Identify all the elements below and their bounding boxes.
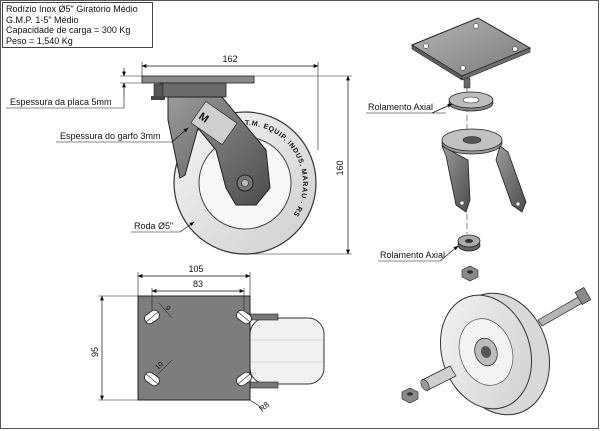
top-fork-arm-lower <box>245 381 279 389</box>
wheel-label: Roda Ø5" <box>134 221 173 231</box>
plate-thickness-label: Espessura da placa 5mm <box>10 97 112 107</box>
top-slot-tr <box>236 309 252 325</box>
spec-title-block: Rodízio Inox Ø5" Giratório Médio G.M.P. … <box>2 2 153 48</box>
side-stud-nut <box>153 83 164 98</box>
exploded-view: Rolamento Axial Rolamento Axial <box>366 17 592 416</box>
top-slot-tl <box>144 309 160 325</box>
side-top-plate <box>141 75 255 84</box>
exploded-axle-sleeve <box>420 365 457 391</box>
dim-83-label: 83 <box>193 279 203 289</box>
axial-bearing-label-2: Rolamento Axial <box>380 250 445 260</box>
exploded-fork <box>441 128 527 213</box>
top-slot-bl <box>144 371 160 387</box>
radius-r8-label: R8 <box>258 400 272 414</box>
slot-dim-b-label: 10 <box>154 361 165 372</box>
side-stud-washer <box>151 96 165 100</box>
top-wheel <box>249 317 325 385</box>
top-view: 105 83 95 9 10 R8 <box>90 264 325 414</box>
side-swivel-body <box>159 82 227 98</box>
exploded-top-plate <box>410 17 532 77</box>
fork-thickness-label: Espessura do garfo 3mm <box>60 131 161 141</box>
exploded-stem <box>463 77 471 89</box>
spec-capacity: Capacidade de carga = 300 Kg <box>6 25 131 35</box>
exploded-axial-bearing-2 <box>457 234 481 252</box>
side-fork-label-plate <box>190 101 238 145</box>
dim-160-label: 160 <box>335 160 345 175</box>
spec-title: Rodízio Inox Ø5" Giratório Médio <box>6 4 138 14</box>
exploded-axle-bolt <box>537 286 592 327</box>
slot-dim-a-label: 9 <box>163 305 171 313</box>
exploded-bottom-nut-icon <box>401 387 419 404</box>
dim-95-label: 95 <box>90 347 100 357</box>
top-slot-br <box>236 371 252 387</box>
dim-105-label: 105 <box>188 264 203 274</box>
exploded-wheel <box>439 292 551 416</box>
dim-162-label: 162 <box>222 54 237 64</box>
spec-model: G.M.P. 1-5" Médio <box>6 14 79 25</box>
exploded-top-nut-icon <box>461 265 479 282</box>
axial-bearing-label-1: Rolamento Axial <box>368 102 433 112</box>
exploded-axial-bearing-1 <box>448 91 494 112</box>
side-axle-bolt <box>241 179 249 187</box>
spec-weight: Peso = 1,540 Kg <box>6 35 73 46</box>
side-view: T.M. EQUIP. INDUS. MARAU - RS M 162 160 <box>6 54 352 255</box>
